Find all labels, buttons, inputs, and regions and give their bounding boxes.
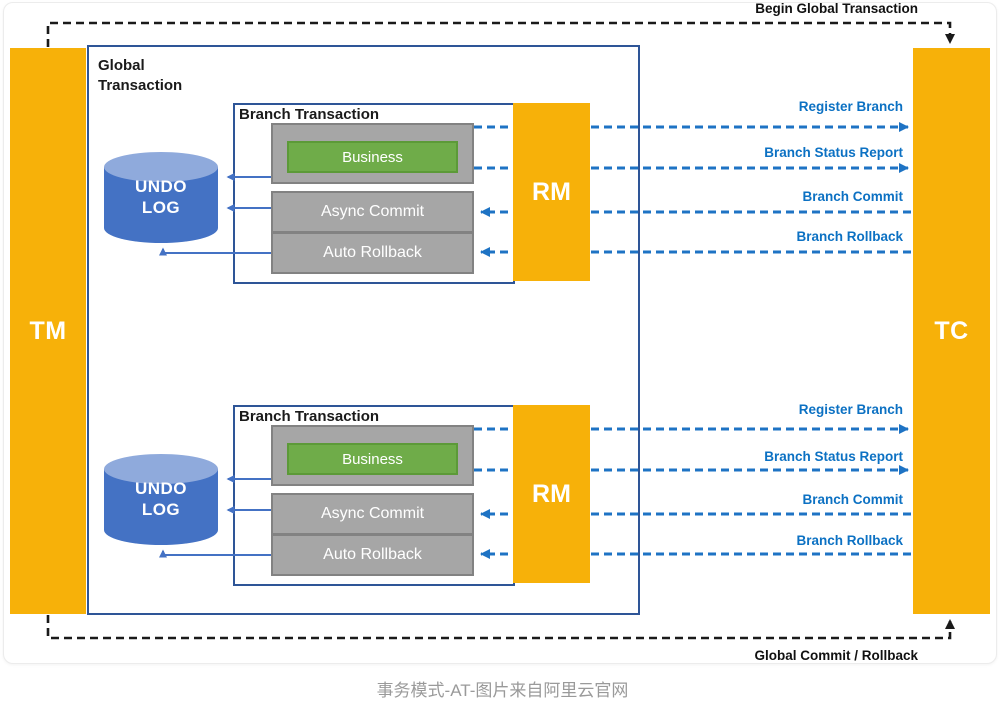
message-label-register-branch: Register Branch xyxy=(798,99,903,114)
async-commit-box: Async Commit xyxy=(271,493,474,535)
database-cylinder-icon xyxy=(104,454,218,545)
message-label-branch-commit: Branch Commit xyxy=(802,492,903,507)
begin-global-transaction-label: Begin Global Transaction xyxy=(755,1,918,16)
database-cylinder-icon xyxy=(104,152,218,243)
message-label-branch-commit: Branch Commit xyxy=(802,189,903,204)
image-caption: 事务模式-AT-图片来自阿里云官网 xyxy=(376,681,629,700)
global-transaction-label: Global Transaction xyxy=(98,57,183,94)
message-label-register-branch: Register Branch xyxy=(798,402,903,417)
async-commit-label: Async Commit xyxy=(320,505,425,522)
message-label-branch-rollback: Branch Rollback xyxy=(796,229,903,244)
auto-rollback-box: Auto Rollback xyxy=(271,534,474,576)
business-label: Business xyxy=(342,450,403,468)
tc-bar: TC xyxy=(913,48,990,614)
global-commit-rollback-label: Global Commit / Rollback xyxy=(754,648,918,663)
undo-log-label: UNDO LOG xyxy=(134,177,188,217)
tm-label: TM xyxy=(29,316,67,345)
async-commit-label: Async Commit xyxy=(320,203,425,220)
branch-transaction-title: Branch Transaction xyxy=(239,106,380,123)
auto-rollback-label: Auto Rollback xyxy=(323,546,422,563)
undo-log-cylinder: UNDO LOG xyxy=(102,452,220,547)
tm-bar: TM xyxy=(10,48,86,614)
tc-label: TC xyxy=(934,316,969,345)
business-box: Business xyxy=(287,443,458,475)
auto-rollback-label: Auto Rollback xyxy=(323,244,422,261)
branch-transaction-title: Branch Transaction xyxy=(239,408,380,425)
auto-rollback-box: Auto Rollback xyxy=(271,232,474,274)
business-box: Business xyxy=(287,141,458,173)
rm-label: RM xyxy=(532,479,571,508)
undo-log-label: UNDO LOG xyxy=(134,479,188,519)
message-label-branch-status-report: Branch Status Report xyxy=(764,145,903,160)
undo-log-cylinder: UNDO LOG xyxy=(102,150,220,245)
rm-label: RM xyxy=(532,177,571,206)
business-label: Business xyxy=(342,148,403,166)
async-commit-box: Async Commit xyxy=(271,191,474,233)
rm-box: RM xyxy=(513,405,590,583)
message-label-branch-rollback: Branch Rollback xyxy=(796,533,903,548)
rm-box: RM xyxy=(513,103,590,281)
message-label-branch-status-report: Branch Status Report xyxy=(764,449,903,464)
